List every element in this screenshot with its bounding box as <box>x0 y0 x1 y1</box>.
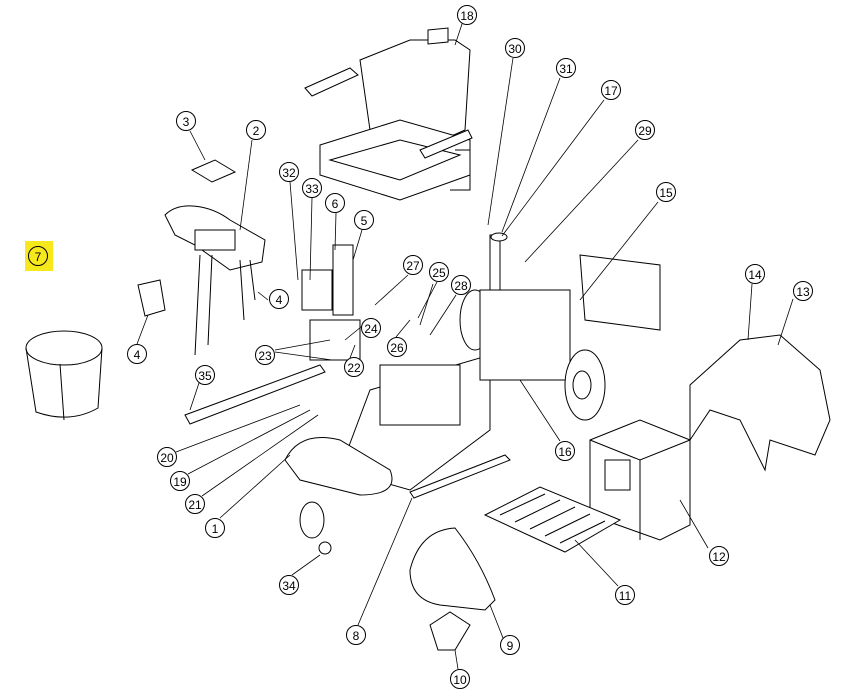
part-basket[interactable] <box>25 330 103 421</box>
callout-seat-post-pin[interactable]: 30 <box>505 38 525 58</box>
callout-seat[interactable]: 18 <box>457 5 477 25</box>
callout-battery-box[interactable]: 12 <box>709 546 729 566</box>
callout-basket-bracket[interactable]: 4 <box>127 344 147 364</box>
callout-basket[interactable]: 7 <box>28 246 48 266</box>
callout-washer[interactable]: 28 <box>451 275 471 295</box>
callout-rear-panel[interactable]: 15 <box>656 182 676 202</box>
part-side-bar-8[interactable] <box>409 454 511 499</box>
callout-nut[interactable]: 21 <box>185 494 205 514</box>
part-tiller-console[interactable] <box>164 205 266 356</box>
callout-side-bar[interactable]: 8 <box>346 625 366 645</box>
part-seat-post[interactable] <box>489 232 508 296</box>
part-front-light[interactable] <box>429 611 471 651</box>
part-floor-mat[interactable] <box>483 486 622 553</box>
part-side-bar-35[interactable] <box>184 364 326 425</box>
callout-front-wheel[interactable]: 34 <box>279 575 299 595</box>
callout-cover-knob[interactable]: 14 <box>745 264 765 284</box>
callout-screw[interactable]: 32 <box>279 162 299 182</box>
part-front-shroud[interactable] <box>409 527 496 611</box>
part-frame[interactable] <box>284 354 491 555</box>
callout-seat-post-collar[interactable]: 31 <box>556 58 576 78</box>
callout-front-light[interactable]: 10 <box>450 669 470 689</box>
callout-front-frame[interactable]: 1 <box>205 518 225 538</box>
callout-nut[interactable]: 22 <box>344 357 364 377</box>
callout-screw[interactable]: 27 <box>403 255 423 275</box>
callout-side-bar[interactable]: 35 <box>195 365 215 385</box>
callout-rear-drive-assembly[interactable]: 16 <box>555 441 575 461</box>
callout-seat-post[interactable]: 17 <box>601 80 621 100</box>
callout-nut[interactable]: 25 <box>429 262 449 282</box>
callout-plate[interactable]: 24 <box>361 318 381 338</box>
callout-tiller-clip[interactable]: 4 <box>269 289 289 309</box>
callout-tiller-column[interactable]: 5 <box>354 210 374 230</box>
callout-bolt[interactable]: 26 <box>387 337 407 357</box>
callout-floor-mat[interactable]: 11 <box>615 585 635 605</box>
callout-rear-shroud[interactable]: 13 <box>793 281 813 301</box>
part-basket-bracket[interactable] <box>137 279 166 317</box>
callout-bracket[interactable]: 33 <box>302 178 322 198</box>
callout-tiller-bracket[interactable]: 6 <box>325 193 345 213</box>
callout-tiller-console[interactable]: 2 <box>246 120 266 140</box>
part-rear-shroud[interactable] <box>689 334 831 472</box>
callout-front-shroud[interactable]: 9 <box>500 635 520 655</box>
callout-washer[interactable]: 19 <box>170 471 190 491</box>
callout-screws[interactable]: 23 <box>255 345 275 365</box>
part-key-switch[interactable] <box>190 159 237 183</box>
part-seat[interactable] <box>304 27 473 201</box>
leader-lines <box>136 23 794 670</box>
callout-bolt[interactable]: 20 <box>157 447 177 467</box>
callout-key-switch[interactable]: 3 <box>176 111 196 131</box>
part-rear-drive-assembly[interactable] <box>459 254 661 421</box>
callout-bolt[interactable]: 29 <box>635 120 655 140</box>
